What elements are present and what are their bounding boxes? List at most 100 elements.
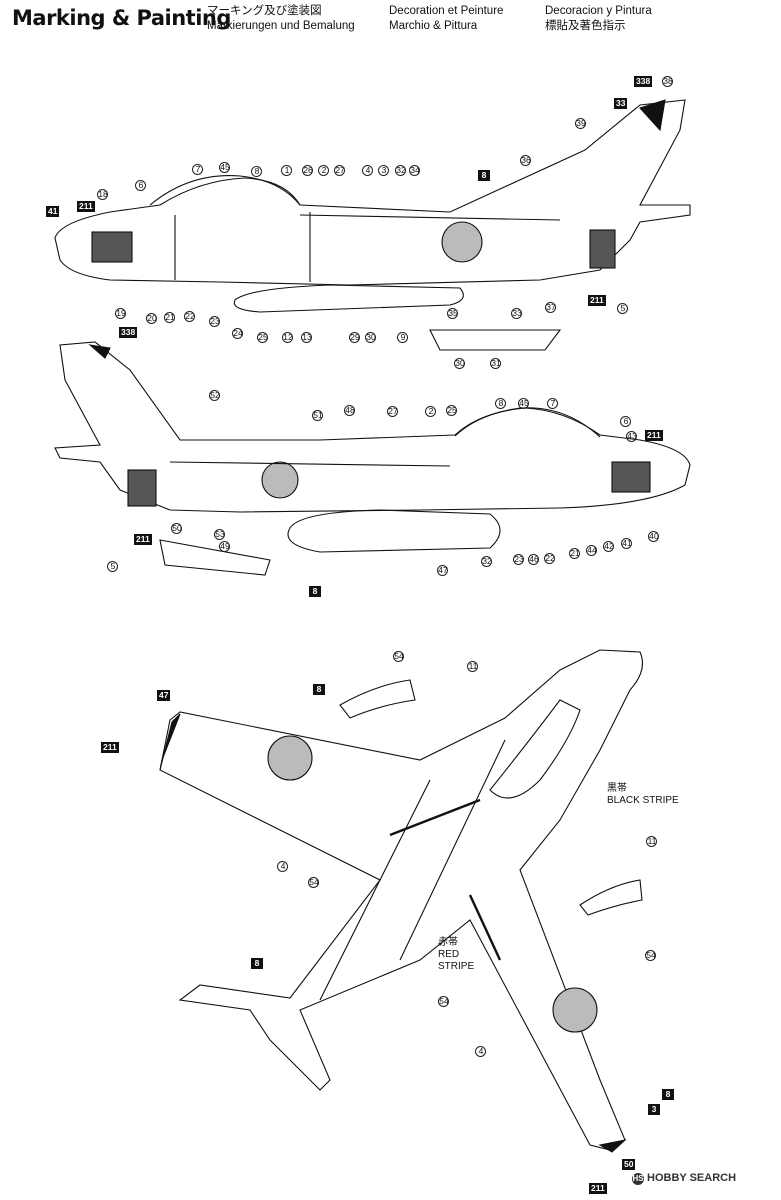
callout: 211 [588, 295, 606, 306]
callout: 24 [231, 328, 245, 339]
callout: 7 [191, 164, 205, 175]
callout: 33 [614, 98, 628, 109]
callout: 25 [445, 405, 459, 416]
callout: 32 [480, 556, 494, 567]
black-stripe-jp: 黒帯 [607, 783, 627, 794]
callout: 8 [478, 170, 490, 181]
callout: 11 [466, 661, 480, 672]
callout: 8 [662, 1089, 674, 1100]
callout: 54 [437, 996, 451, 1007]
callout: 42 [602, 541, 616, 552]
callout: 27 [333, 165, 347, 176]
callout: 5 [616, 303, 630, 314]
header-fr: Decoration et Peinture [389, 5, 504, 17]
callout: 32 [394, 165, 408, 176]
plan-view [159, 649, 643, 1153]
callout: 8 [494, 398, 508, 409]
callout: 54 [307, 877, 321, 888]
callout: 48 [343, 405, 357, 416]
callout: 8 [251, 958, 263, 969]
header-it: Marchio & Pittura [389, 20, 478, 32]
callout: 2 [317, 165, 331, 176]
callout: 27 [386, 406, 400, 417]
header-es: Decoracion y Pintura [545, 5, 652, 17]
callout: 9 [396, 332, 410, 343]
callout: 3 [377, 165, 391, 176]
black-stripe-en: BLACK STRIPE [607, 795, 679, 806]
callout: 211 [77, 201, 95, 212]
side-view-right [54, 99, 691, 351]
callout: 54 [644, 950, 658, 961]
callout: 46 [527, 554, 541, 565]
callout: 41 [620, 538, 634, 549]
callout: 7 [546, 398, 560, 409]
header-col-3: Decoracion y Pintura 標貼及著色指示 [545, 4, 652, 34]
callout: 30 [453, 358, 467, 369]
callout: 35 [446, 308, 460, 319]
callout: 50 [170, 523, 184, 534]
callout: 51 [311, 410, 325, 421]
callout: 22 [543, 553, 557, 564]
red-stripe-jp: 赤帯 [438, 937, 458, 948]
hobby-search-icon: HS [632, 1173, 644, 1185]
callout: 39 [574, 118, 588, 129]
callout: 26 [301, 165, 315, 176]
callout: 23 [512, 554, 526, 565]
header-cn: 標貼及著色指示 [545, 20, 626, 32]
callout: 47 [157, 690, 171, 701]
callout: 11 [645, 836, 659, 847]
callout: 52 [208, 390, 222, 401]
callout: 47 [436, 565, 450, 576]
callout: 30 [364, 332, 378, 343]
callout: 38 [661, 76, 675, 87]
page-title: Marking & Painting [12, 6, 231, 30]
callout: 36 [519, 155, 533, 166]
callout: 211 [589, 1183, 607, 1194]
callout: 3 [648, 1104, 660, 1115]
header-col-1: マーキング及び塗装図 Markierungen und Bemalung [207, 4, 355, 34]
callout: 211 [134, 534, 152, 545]
callout: 338 [634, 76, 653, 87]
callout: 211 [101, 742, 119, 753]
callout: 23 [208, 316, 222, 327]
header-jp: マーキング及び塗装図 [207, 5, 322, 17]
callout: 31 [489, 358, 503, 369]
callout: 41 [46, 206, 60, 217]
callout: 338 [119, 327, 138, 338]
callout: 6 [619, 416, 633, 427]
callout: 13 [300, 332, 314, 343]
callout: 1 [280, 165, 294, 176]
callout: 8 [250, 166, 264, 177]
callout: 21 [163, 312, 177, 323]
callout: 19 [114, 308, 128, 319]
side-view-left [54, 341, 691, 576]
red-stripe-label: 赤帯 RED STRIPE [438, 937, 474, 973]
callout: 12 [281, 332, 295, 343]
callout: 18 [96, 189, 110, 200]
red-stripe-en-2: STRIPE [438, 961, 475, 972]
callout: 43 [625, 431, 639, 442]
callout: 29 [348, 332, 362, 343]
page-header: Marking & Painting マーキング及び塗装図 Markierung… [0, 0, 781, 40]
callout: 8 [309, 586, 321, 597]
header-col-2: Decoration et Peinture Marchio & Pittura [389, 4, 503, 34]
header-de: Markierungen und Bemalung [207, 20, 355, 32]
callout: 44 [585, 545, 599, 556]
callout: 45 [218, 162, 232, 173]
callout: 211 [645, 430, 663, 441]
callout: 4 [276, 861, 290, 872]
callout: 53 [213, 529, 227, 540]
callout: 2 [424, 406, 438, 417]
callout: 45 [517, 398, 531, 409]
watermark-text: HOBBY SEARCH [647, 1172, 737, 1184]
callout: 4 [361, 165, 375, 176]
callout: 20 [145, 313, 159, 324]
callout: 34 [408, 165, 422, 176]
callout: 4 [474, 1046, 488, 1057]
callout: 54 [392, 651, 406, 662]
callout: 6 [134, 180, 148, 191]
callout: 22 [183, 311, 197, 322]
callout: 37 [544, 302, 558, 313]
